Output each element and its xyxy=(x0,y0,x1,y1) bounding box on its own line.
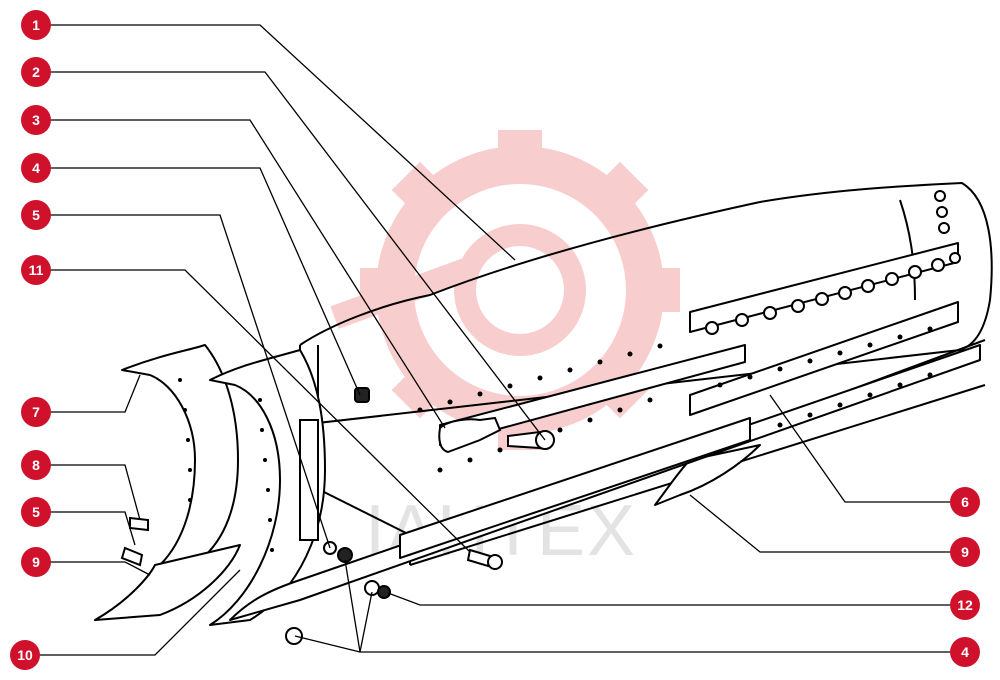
bar-nuts xyxy=(705,190,961,335)
svg-text:4: 4 xyxy=(961,644,969,660)
svg-text:10: 10 xyxy=(17,647,33,663)
callout-3: 3 xyxy=(21,105,51,135)
svg-text:9: 9 xyxy=(961,544,969,560)
svg-text:12: 12 xyxy=(957,597,973,613)
flat-bars xyxy=(399,242,959,559)
callout-9-right: 9 xyxy=(950,537,980,567)
svg-text:6: 6 xyxy=(961,494,969,510)
callout-10: 10 xyxy=(10,640,40,670)
svg-text:5: 5 xyxy=(32,207,40,223)
callout-11: 11 xyxy=(21,255,51,285)
svg-text:1: 1 xyxy=(32,17,40,33)
callout-5-top: 5 xyxy=(21,200,51,230)
callout-6: 6 xyxy=(950,487,980,517)
callout-4-bottom: 4 xyxy=(950,637,980,667)
svg-text:9: 9 xyxy=(32,554,40,570)
svg-text:11: 11 xyxy=(29,262,44,278)
callout-1: 1 xyxy=(21,10,51,40)
mounting-plate xyxy=(299,419,319,541)
callout-badges: 1 2 3 4 5 11 7 8 5 9 10 6 9 12 4 xyxy=(10,10,980,670)
callout-5-bottom: 5 xyxy=(21,497,51,527)
loose-fasteners xyxy=(120,387,555,645)
link-plate xyxy=(438,416,502,454)
callout-8: 8 xyxy=(21,450,51,480)
svg-text:5: 5 xyxy=(32,504,40,520)
callout-4-top: 4 xyxy=(21,153,51,183)
callout-12: 12 xyxy=(950,590,980,620)
svg-text:3: 3 xyxy=(32,112,40,128)
callout-9-left: 9 xyxy=(21,547,51,577)
callout-2: 2 xyxy=(21,57,51,87)
svg-text:2: 2 xyxy=(32,64,40,80)
svg-text:7: 7 xyxy=(32,404,40,420)
svg-text:8: 8 xyxy=(32,457,40,473)
leader-lines xyxy=(36,24,965,656)
svg-text:4: 4 xyxy=(32,160,40,176)
callout-7: 7 xyxy=(21,397,51,427)
